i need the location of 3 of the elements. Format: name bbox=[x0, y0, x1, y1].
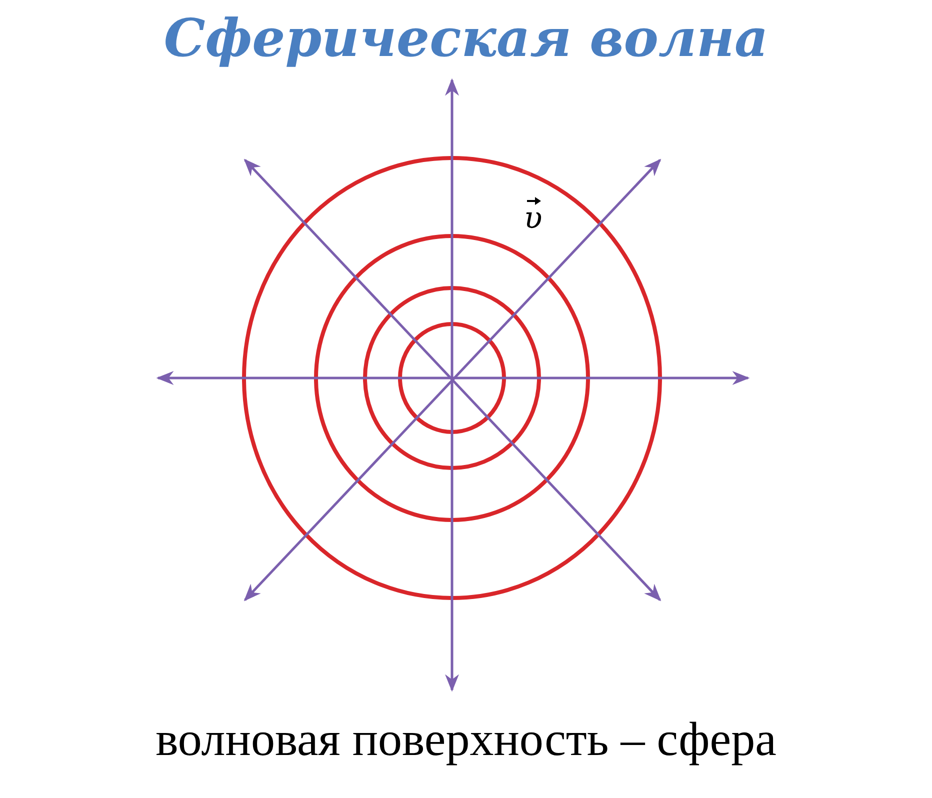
title: Сферическая волна bbox=[162, 8, 770, 69]
caption: волновая поверхность – сфера bbox=[154, 712, 778, 767]
vector-label: υ bbox=[524, 198, 542, 234]
